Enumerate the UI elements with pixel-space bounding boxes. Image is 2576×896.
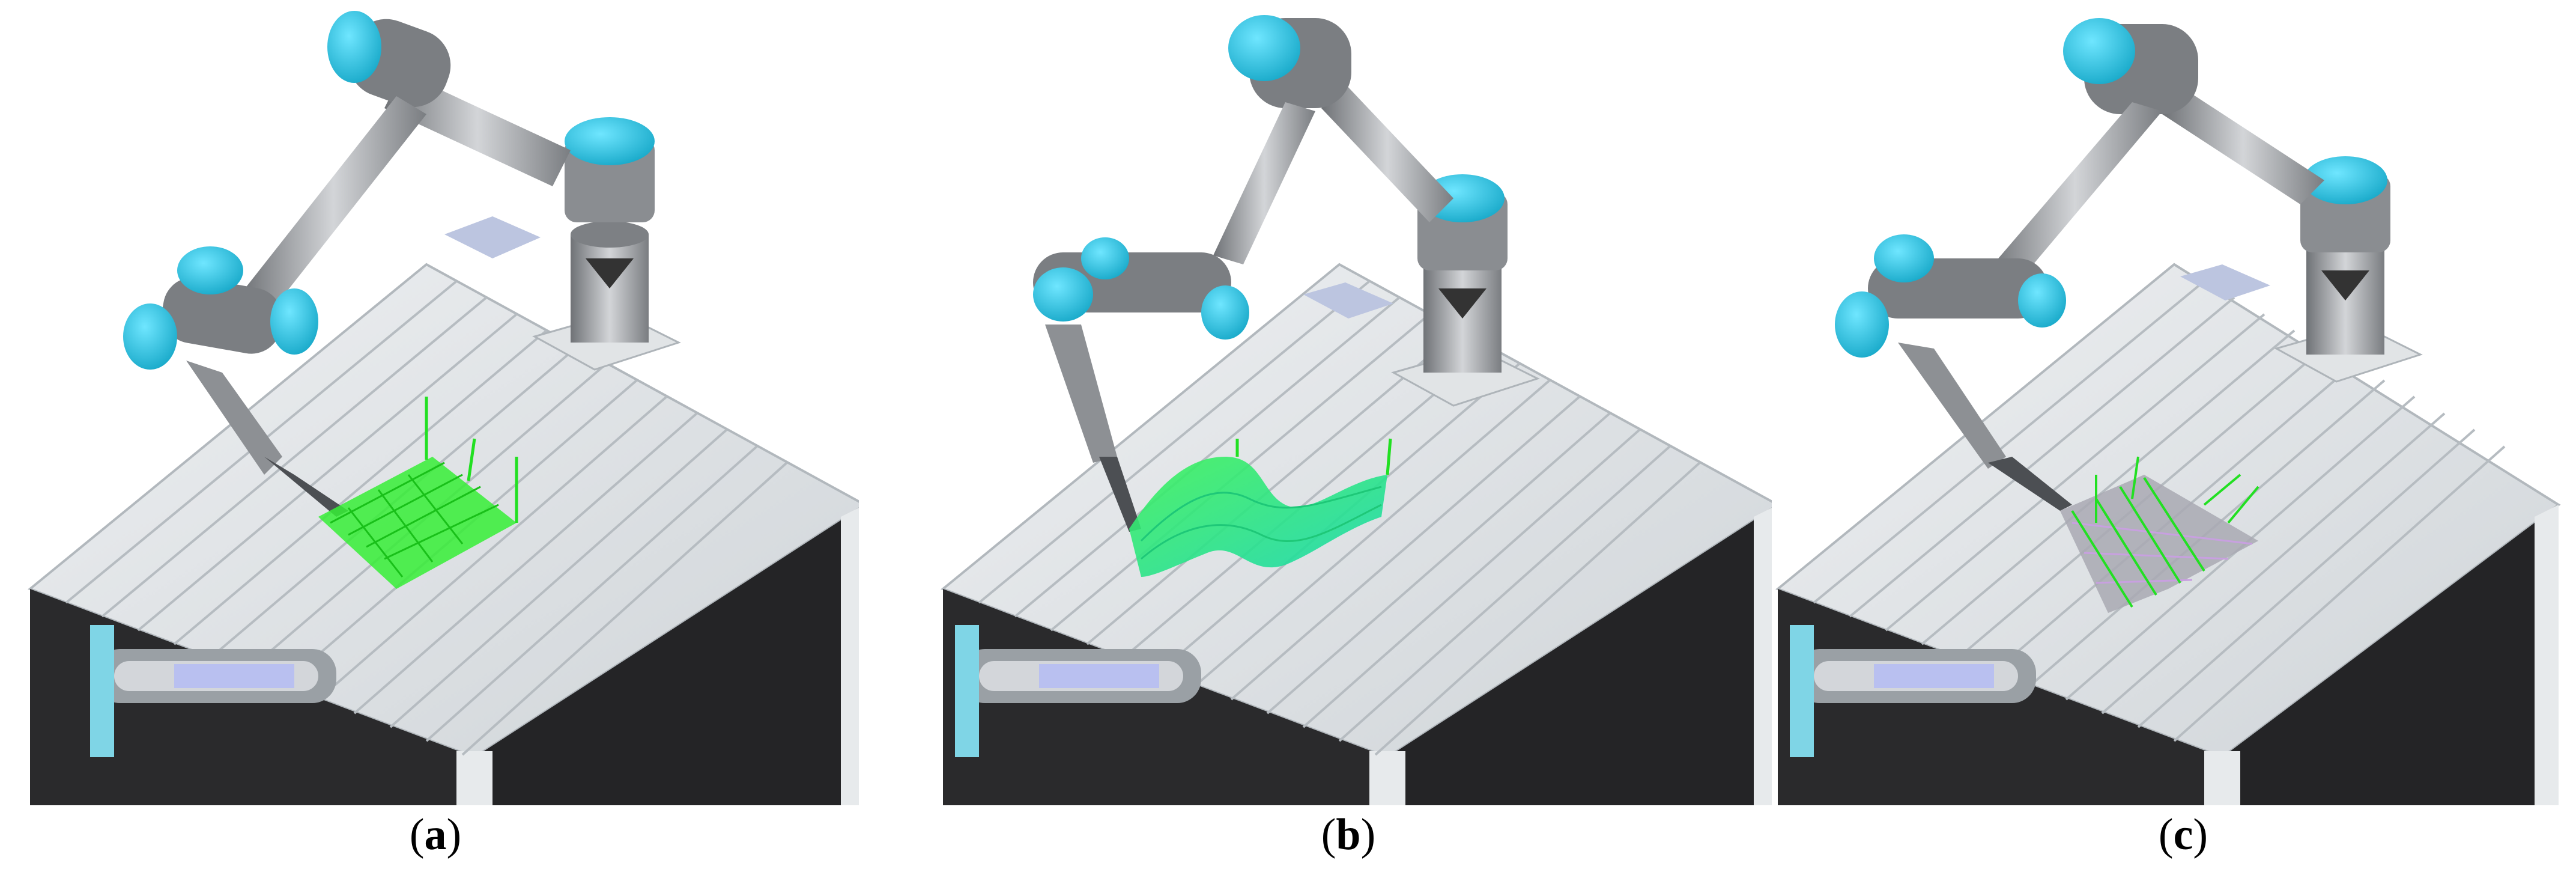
tool <box>1045 325 1117 463</box>
wrist2-cap <box>2018 273 2066 328</box>
tool <box>186 361 282 475</box>
elbow-cap <box>1228 15 1300 81</box>
wrist1-cap <box>1874 234 1934 282</box>
caption-c: (c) <box>2158 810 2208 859</box>
robot-scene-a <box>28 11 859 805</box>
wrist3-cap <box>1835 291 1889 358</box>
tool-path <box>318 397 518 589</box>
front-handle <box>955 625 1201 757</box>
upper-arm <box>1321 84 1453 222</box>
base-plate <box>444 216 541 258</box>
wrist1-cap <box>1033 267 1093 322</box>
caption-a: (a) <box>409 810 462 859</box>
robot-scene-b <box>941 15 1772 805</box>
robot-scene-c <box>1775 18 2561 805</box>
forearm <box>1213 102 1315 264</box>
shoulder-cap <box>565 117 655 165</box>
panel-b: (b) <box>925 0 1772 896</box>
forearm <box>240 96 426 312</box>
wrist3-cap <box>1201 285 1249 340</box>
front-handle <box>1790 625 2036 757</box>
tool-path <box>2060 456 2259 613</box>
wrist2-cap <box>270 288 318 355</box>
front-handle <box>90 625 336 757</box>
shoulder-cap <box>2303 156 2387 204</box>
base-plate <box>1303 282 1393 318</box>
elbow-cap <box>327 11 381 83</box>
wrist1-cap <box>177 246 243 294</box>
caption-b: (b) <box>1321 810 1376 859</box>
tool <box>1898 343 2006 469</box>
upper-arm <box>2162 90 2324 204</box>
panel-a: (a) <box>12 0 859 896</box>
base-plate <box>2180 264 2270 300</box>
wrist2-cap <box>1081 237 1129 279</box>
elbow-cap <box>2063 18 2135 84</box>
panel-c: (c) <box>1760 0 2576 896</box>
wrist3-cap <box>123 303 177 370</box>
forearm <box>1988 102 2162 282</box>
tool-path <box>1129 438 1392 577</box>
